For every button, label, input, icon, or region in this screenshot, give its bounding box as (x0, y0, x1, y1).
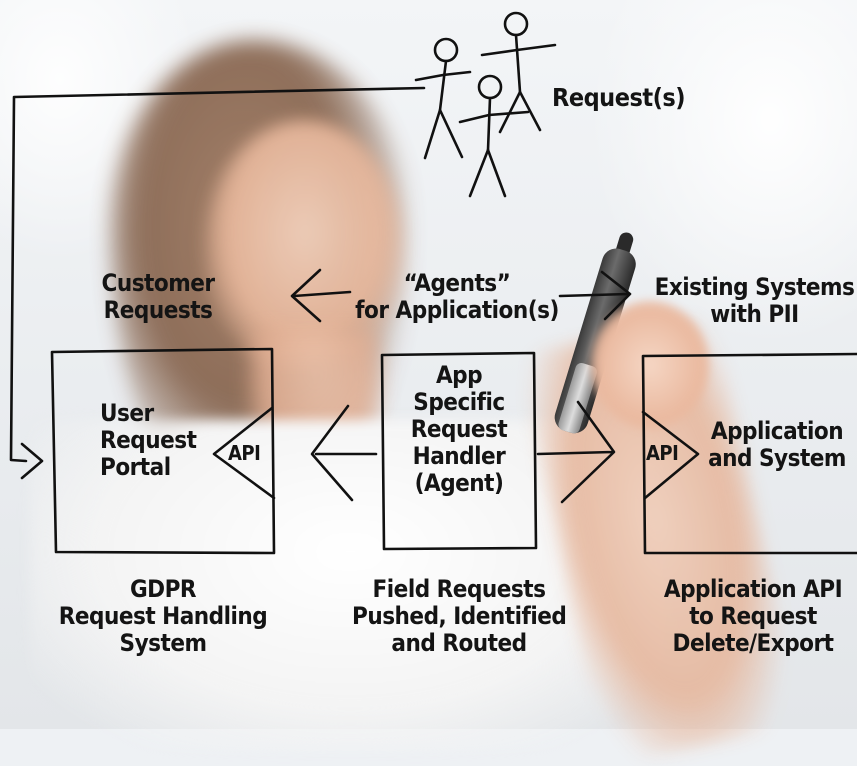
agents-line-2: for Application(s) (355, 295, 559, 324)
woman-hand (590, 300, 710, 430)
user-portal-line-3: Portal (100, 452, 171, 481)
user-portal-line-1: User (100, 399, 154, 427)
handler-line-1: App (435, 361, 483, 389)
api-left-triangle (212, 406, 276, 500)
application-line-2: and System (708, 443, 846, 472)
existing-systems-line-1: Existing Systems (654, 273, 855, 301)
api-left-label: API (228, 441, 261, 465)
stick-figure-right (480, 11, 557, 134)
application-api-line-2: to Request (689, 601, 817, 630)
user-request-portal-label: User Request Portal (100, 399, 197, 481)
handler-box (380, 351, 538, 551)
arrow-handler-to-portal (310, 404, 378, 502)
agents-label: “Agents” for Application(s) (352, 270, 562, 324)
field-requests-line-3: and Routed (391, 628, 527, 657)
application-box (641, 352, 857, 555)
request-flow-line (9, 86, 426, 463)
application-api-label: Application API to Request Delete/Export (650, 576, 856, 657)
user-portal-box (50, 347, 276, 555)
existing-systems-line-2: with PII (710, 299, 799, 328)
existing-systems-label: Existing Systems with PII (652, 274, 857, 328)
request-flow-arrowhead (20, 442, 44, 480)
handler-line-5: (Agent) (414, 468, 504, 497)
application-label: Application and System (702, 418, 852, 472)
handler-line-4: Handler (412, 441, 506, 470)
woman-face (205, 120, 405, 370)
stick-figure-left (414, 37, 472, 160)
gdpr-line-3: System (119, 628, 207, 657)
agents-arrow-left (290, 268, 352, 323)
arrow-handler-to-application (536, 400, 616, 504)
handler-line-3: Request (410, 414, 508, 443)
gdpr-line-1: GDPR (129, 575, 197, 603)
api-right-triangle (641, 410, 700, 500)
application-line-1: Application (710, 417, 844, 445)
application-api-line-3: Delete/Export (672, 628, 834, 657)
agents-line-1: “Agents” (403, 269, 511, 297)
customer-requests-line-2: Requests (103, 295, 213, 324)
customer-requests-label: Customer Requests (88, 270, 228, 324)
field-requests-label: Field Requests Pushed, Identified and Ro… (352, 575, 567, 657)
field-requests-line-1: Field Requests (372, 575, 546, 603)
handler-label: App Specific Request Handler (Agent) (384, 362, 534, 496)
requests-label: Request(s) (552, 83, 686, 112)
diagram-sketch (9, 11, 857, 555)
field-requests-line-2: Pushed, Identified (352, 601, 567, 630)
user-portal-line-2: Request (100, 425, 197, 454)
handler-line-2: Specific (413, 387, 505, 416)
api-right-label: API (646, 441, 679, 465)
stick-figure-center (458, 74, 530, 198)
customer-requests-line-1: Customer (101, 269, 215, 297)
gdpr-line-2: Request Handling (58, 601, 268, 630)
agents-arrow-right (558, 270, 632, 321)
gdpr-label: GDPR Request Handling System (48, 576, 278, 657)
application-api-line-1: Application API (663, 575, 843, 603)
